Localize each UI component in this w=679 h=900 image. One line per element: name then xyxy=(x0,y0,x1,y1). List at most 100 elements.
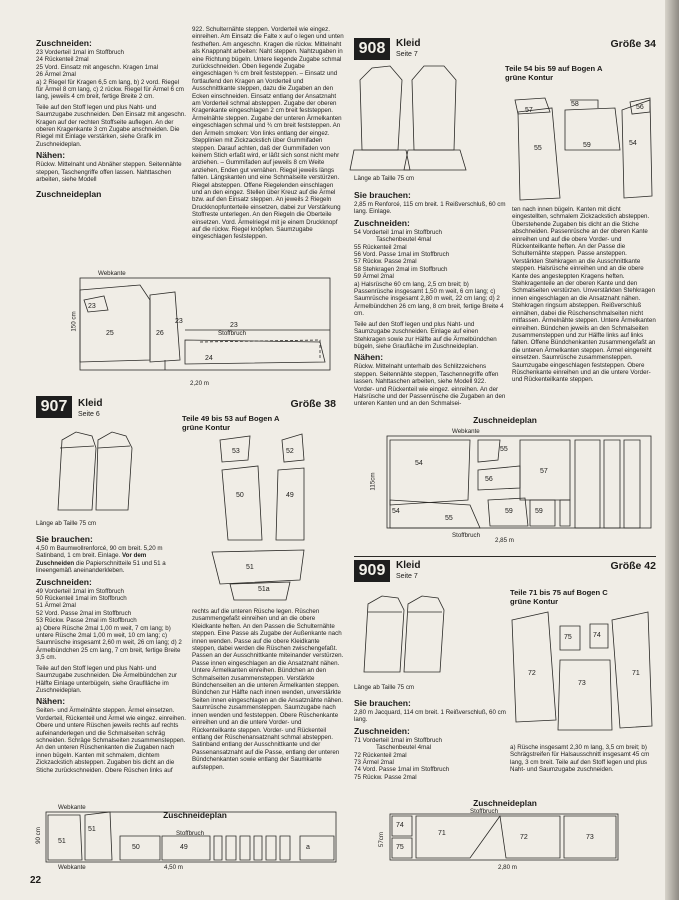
piece-label: 57 xyxy=(525,107,533,114)
model-page-907: Seite 6 xyxy=(78,411,100,418)
paragraph: Rückw. Mittelnaht unterhalb des Schlitzz… xyxy=(354,363,506,408)
model-badge-909: 909 xyxy=(354,560,390,582)
model-badge-908: 908 xyxy=(354,38,390,60)
heading-zuschneiden: Zuschneiden: xyxy=(354,217,410,228)
model-909-continued: a) Rüsche insgesamt 2,30 m lang, 3,5 cm … xyxy=(510,744,658,777)
piece-label: 73 xyxy=(578,680,586,687)
piece-label: 26 xyxy=(156,330,164,337)
piece-label: 25 xyxy=(106,330,114,337)
zuschneiden-list: 54 Vorderteil 1mal im Stoffbruch Taschen… xyxy=(354,229,506,281)
length-note-907: Länge ab Taille 75 cm xyxy=(36,520,97,527)
piece-label: 72 xyxy=(520,834,528,841)
piece-label: 54 xyxy=(629,140,637,147)
brauchen-rest: die Papierschnitteile 51 und 51 a lineen… xyxy=(36,559,166,575)
paragraph: a) Obere Rüsche 2mal 1,00 m weit, 7 cm l… xyxy=(36,624,182,662)
list-item: 72 Rückenteil 2mal xyxy=(354,751,407,759)
heading-naehen: Nähen: xyxy=(354,352,384,363)
paragraph: Teile auf den Stoff legen und plus Naht-… xyxy=(36,103,186,148)
paragraph: 2,80 m Jacquard, 114 cm breit. 1 Reißver… xyxy=(354,709,506,724)
list-item: 58 Stehkragen 2mal im Stoffbruch xyxy=(354,265,448,273)
pieces-header-908: Teile 54 bis 59 auf Bogen A grüne Kontur xyxy=(505,64,655,82)
paragraph: 922. Schulternähte steppen. Vorderteil w… xyxy=(192,26,344,241)
model-page-909: Seite 7 xyxy=(396,573,418,580)
plan-title-907: Zuschneideplan xyxy=(163,810,227,820)
plan-title-908: Zuschneideplan xyxy=(473,415,537,425)
piece-label: 59 xyxy=(505,508,513,515)
model-title-908: Kleid xyxy=(396,38,421,49)
piece-label: 53 xyxy=(232,448,240,455)
brauchen-text: 4,50 m Baumwollrenforcé, 90 cm breit. 5,… xyxy=(36,545,163,560)
heading-zuschneiden: Zuschneiden: xyxy=(354,725,410,736)
list-item: 55 Rückenteil 2mal xyxy=(354,243,407,251)
piece-label: 74 xyxy=(396,822,404,829)
list-item: 52 Vord. Passe 2mal im Stoffbruch xyxy=(36,609,132,617)
piece-label: 23 xyxy=(175,318,183,325)
pieces-contour: grüne Kontur xyxy=(510,597,559,606)
list-item: 74 Vord. Passe 1mal im Stoffbruch xyxy=(354,766,450,774)
piece-label: 49 xyxy=(180,844,188,851)
heading-naehen: Nähen: xyxy=(36,696,66,707)
list-item: 26 Ärmel 2mal xyxy=(36,71,76,79)
list-item: 25 Vord. Einsatz mit angeschn. Kragen 1m… xyxy=(36,63,159,71)
piece-label: 75 xyxy=(564,634,572,641)
zuschneiden-list: 71 Vorderteil 1mal im Stoffbruch Taschen… xyxy=(354,737,506,781)
heading-zuschneiden: Zuschneiden: xyxy=(36,38,92,48)
piece-label: 52 xyxy=(286,448,294,455)
list-item: 54 Vorderteil 1mal im Stoffbruch xyxy=(354,228,442,236)
piece-label: 51 xyxy=(58,838,66,845)
paragraph: rechts auf die unteren Rüsche legen. Rüs… xyxy=(192,608,344,771)
piece-label: 54 xyxy=(415,460,423,467)
heading-naehen: Nähen: xyxy=(36,150,66,161)
plan-label-stoffbruch: Stoffbruch xyxy=(470,808,499,815)
piece-label: 56 xyxy=(485,476,493,483)
plan-label-width: 2,20 m xyxy=(190,380,209,387)
heading-brauchen: Sie brauchen: xyxy=(354,698,411,708)
model-907-continued: rechts auf die unteren Rüsche legen. Rüs… xyxy=(192,608,344,774)
piece-label: 71 xyxy=(438,830,446,837)
model-908-continued: ten nach innen bügeln. Kanten mit dicht … xyxy=(512,206,658,387)
piece-label: 74 xyxy=(593,632,601,639)
model-badge-907: 907 xyxy=(36,396,72,418)
model-title-909: Kleid xyxy=(396,560,421,571)
piece-label: 23 xyxy=(88,303,96,310)
list-item: Taschenbeutel 4mal xyxy=(376,744,432,752)
piece-label: 24 xyxy=(205,355,213,362)
model-page-908: Seite 7 xyxy=(396,51,418,58)
list-item: 51 Ärmel 2mal xyxy=(36,602,76,610)
list-item: 23 Vorderteil 1mal im Stoffbruch xyxy=(36,49,124,56)
piece-label: 55 xyxy=(534,145,542,152)
list-item: 57 Rückw. Passe 2mal xyxy=(354,258,417,266)
list-item: 75 Rückw. Passe 2mal xyxy=(354,773,417,781)
paragraph: Rückw. Mittelnaht und Abnäher steppen. S… xyxy=(36,161,182,184)
list-item: 59 Ärmel 2mal xyxy=(354,273,394,281)
brauchen-bold: Vor dem Zuschneiden xyxy=(36,552,147,567)
model-size-908: Größe 34 xyxy=(610,38,656,50)
length-note-908: Länge ab Taille 75 cm xyxy=(354,175,415,182)
plan-label-webkante: Webkante xyxy=(452,428,480,435)
plan-label-width: 4,50 m xyxy=(164,864,183,871)
piece-label: 72 xyxy=(528,670,536,677)
piece-label: 71 xyxy=(632,670,640,677)
piece-label: 23 xyxy=(230,322,238,329)
model-size-909: Größe 42 xyxy=(610,560,656,572)
piece-label: 49 xyxy=(286,492,294,499)
heading-brauchen: Sie brauchen: xyxy=(354,190,411,200)
pieces-range: Teile 49 bis 53 auf Bogen A xyxy=(182,414,280,423)
plan-title-909: Zuschneideplan xyxy=(473,798,537,808)
zuschneiden-list: 49 Vorderteil 1mal im Stoffbruch 50 Rück… xyxy=(36,588,186,625)
plan-label-webkante-bottom: Webkante xyxy=(58,864,86,871)
piece-label: 56 xyxy=(636,104,644,111)
paragraph: ten nach innen bügeln. Kanten mit dicht … xyxy=(512,206,656,384)
piece-label: 58 xyxy=(571,101,579,108)
